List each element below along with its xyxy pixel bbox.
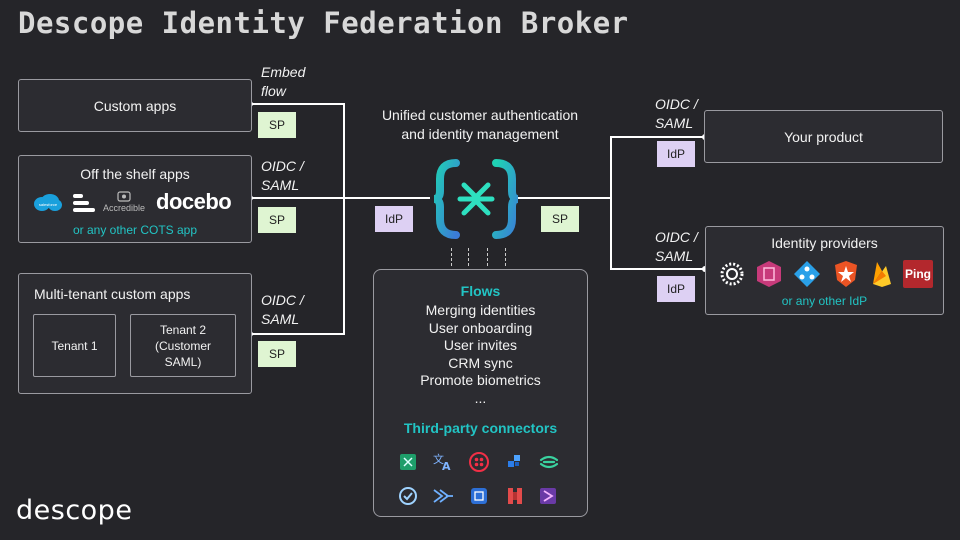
oidc-saml-label: OIDC / SAML [655,229,698,264]
multi-tenant-label: Multi-tenant custom apps [34,286,191,302]
svg-text:A: A [442,460,451,472]
flow-item: Merging identities [425,302,536,318]
ping-label: Ping [905,267,931,281]
idp-badge: IdP [657,276,695,302]
sp-badge: SP [258,112,296,138]
center-heading: Unified customer authentication and iden… [381,107,579,142]
connectors-title: Third-party connectors [403,420,558,436]
cognito-icon [757,261,781,287]
oidc-saml-label: OIDC / SAML [655,96,698,131]
heap-connector-icon [540,488,556,504]
auth0-icon [835,261,857,287]
connector-line [250,333,344,335]
amplitude-connector-icon [433,489,453,503]
flow-item: User onboarding [428,319,533,336]
idp-badge: IdP [375,206,413,232]
idp-note: or any other IdP [781,294,868,308]
off-the-shelf-box: Off the shelf apps salesforce Accredible… [18,155,252,243]
flow-item: ... [474,389,487,406]
cots-note: or any other COTS app [72,223,198,237]
tenant-2-label: Tenant 2 (Customer SAML) [154,322,211,369]
tenant-1-box: Tenant 1 [33,314,116,377]
sp-badge: SP [258,207,296,233]
oidc-saml-label: OIDC / SAML [261,292,304,327]
aws-connector-icon [471,488,487,504]
descope-broker-icon [434,159,518,239]
idp-badge: IdP [657,141,695,167]
your-product-label: Your product [784,129,863,145]
page-title: Descope Identity Federation Broker [18,6,629,40]
salesforce-text: salesforce [39,202,58,207]
flow-item: User invites [443,337,518,353]
sp-badge: SP [258,341,296,367]
custom-apps-box: Custom apps [18,79,252,132]
dashed-link [468,248,469,266]
connector-line [610,136,705,138]
oidc-saml-label: OIDC / SAML [261,158,304,193]
flows-box: Flows Merging identities User onboarding… [373,269,588,517]
tenant-2-box: Tenant 2 (Customer SAML) [130,314,236,377]
flow-item: CRM sync [448,354,513,371]
dashed-link [451,248,452,266]
accredible-icon [117,191,131,202]
shield-connector-icon [399,487,417,505]
sp-badge: SP [541,206,579,232]
dashed-link [487,248,488,266]
stacked-bars-icon [73,194,95,212]
accredible-text: Accredible [103,203,146,213]
salesforce-icon: salesforce [34,194,62,211]
flows-title: Flows [460,283,501,299]
your-product-box: Your product [704,110,943,163]
identity-providers-label: Identity providers [771,235,878,251]
identity-providers-box: Identity providers Ping or any other IdP [705,226,944,315]
docebo-logo: docebo [156,189,232,214]
tenant-1-label: Tenant 1 [51,338,98,353]
sheets-connector-icon [400,454,416,470]
connector-line [610,268,705,270]
descope-logo: descope [16,495,132,526]
connector-line [610,136,612,270]
firebase-icon [873,262,891,287]
connector-line [343,103,345,335]
flows-list: Merging identities User onboarding User … [374,302,587,407]
dashed-link [505,248,506,266]
fingerprint-connector-icon [508,488,522,504]
embed-flow-label: Embed flow [261,64,306,99]
segment-connector-icon [508,455,520,467]
twilio-connector-icon [469,452,489,472]
connector-line [518,197,612,199]
connector-line [250,197,430,199]
azure-ad-icon [794,261,820,287]
ping-identity-icon: Ping [903,260,933,288]
svg-text:文: 文 [433,452,444,466]
translate-connector-icon: 文A [433,452,451,472]
flow-item: Promote biometrics [420,372,541,388]
sentry-connector-icon [539,455,559,469]
connector-line [250,103,344,105]
custom-apps-label: Custom apps [93,98,177,114]
okta-icon [720,262,744,286]
descope-wordmark: descope [16,495,133,526]
off-the-shelf-label: Off the shelf apps [80,166,190,182]
